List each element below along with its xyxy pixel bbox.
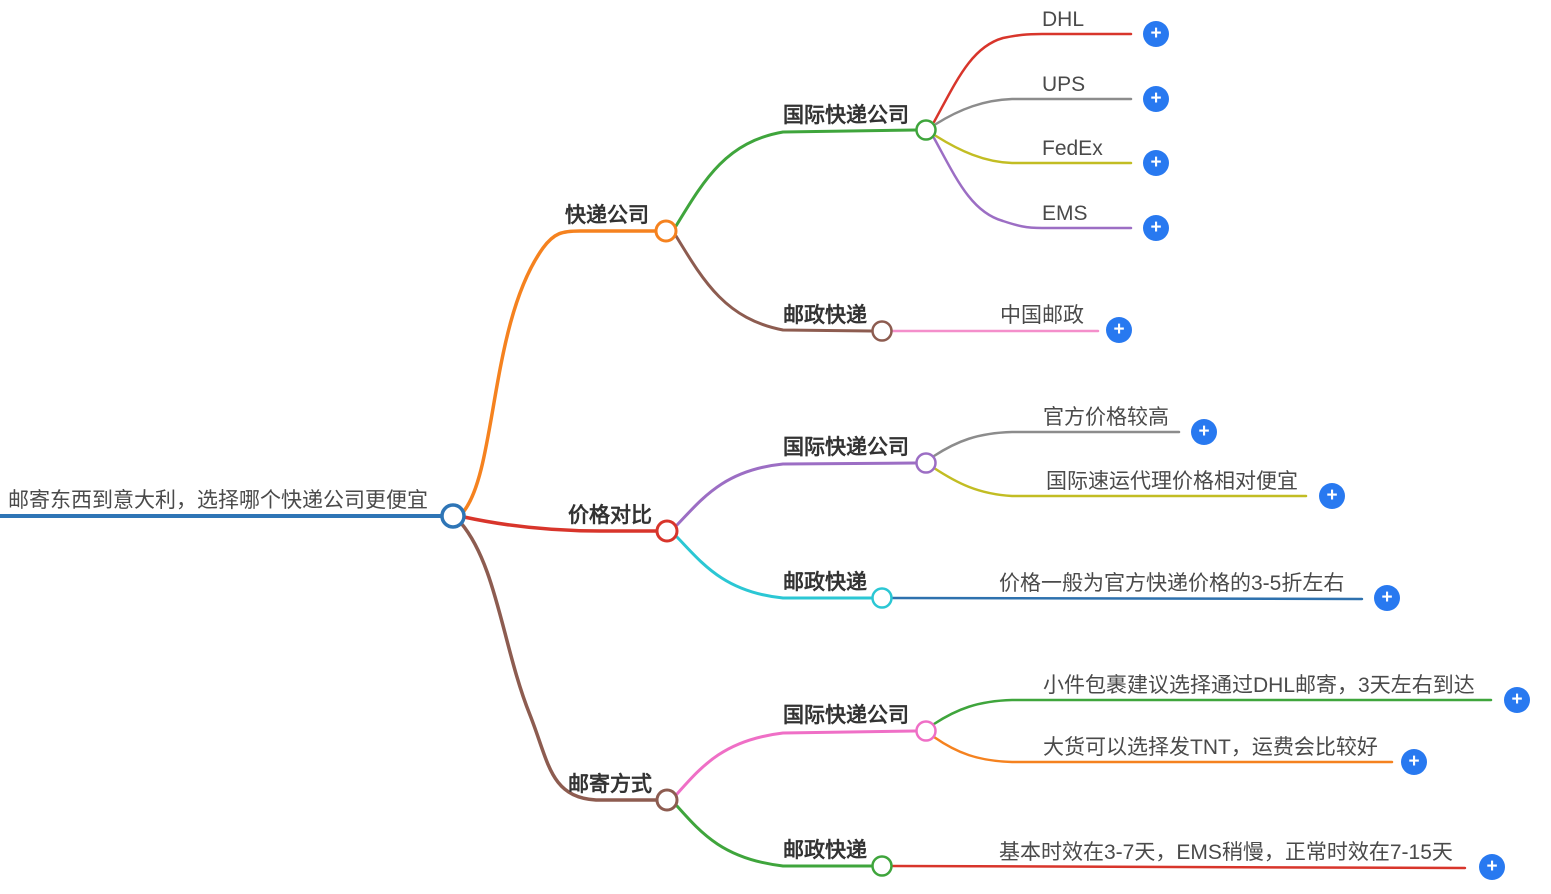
node-label-express-companies[interactable]: 快递公司 [565, 204, 649, 227]
add-node-button-fedex[interactable]: + [1143, 150, 1169, 176]
plus-icon: + [1150, 216, 1162, 238]
add-node-button-small-parcel[interactable]: + [1504, 687, 1530, 713]
add-node-button-agent-price[interactable]: + [1319, 483, 1345, 509]
edge-price-to-international [675, 461, 917, 527]
leaf-label-dhl[interactable]: DHL [1042, 8, 1085, 31]
edge-shipping-to-international [675, 729, 917, 796]
postal-express-2-collapse-handle[interactable] [871, 587, 893, 609]
add-node-button-china-post[interactable]: + [1106, 317, 1132, 343]
shipping-methods-collapse-handle[interactable] [655, 788, 679, 812]
edge-leaf-discount [891, 596, 1364, 601]
plus-icon: + [1486, 855, 1498, 877]
leaf-label-delivery-time[interactable]: 基本时效在3-7天，EMS稍慢，正常时效在7-15天 [999, 841, 1453, 864]
edge-express-to-postal [674, 234, 873, 333]
international-express-3-collapse-handle[interactable] [915, 720, 937, 742]
plus-icon: + [1150, 87, 1162, 109]
node-label-price-comparison[interactable]: 价格对比 [568, 504, 652, 527]
add-node-button-official-price[interactable]: + [1191, 419, 1217, 445]
international-express-2-collapse-handle[interactable] [915, 452, 937, 474]
add-node-button-ups[interactable]: + [1143, 86, 1169, 112]
node-label-shipping-methods[interactable]: 邮寄方式 [568, 773, 652, 796]
edge-leaf-delivery-time [891, 864, 1467, 870]
root-node-label[interactable]: 邮寄东西到意大利，选择哪个快递公司更便宜 [8, 489, 428, 512]
leaf-label-postal-discount[interactable]: 价格一般为官方快递价格的3-5折左右 [999, 572, 1345, 595]
node-label-international-express-2[interactable]: 国际快递公司 [783, 436, 909, 459]
edge-leaf-official-price [932, 430, 1181, 458]
plus-icon: + [1511, 688, 1523, 710]
edge-root-to-express-companies [462, 229, 658, 513]
leaf-label-china-post[interactable]: 中国邮政 [1000, 304, 1084, 327]
edge-leaf-fedex [934, 134, 1133, 165]
add-node-button-big-cargo[interactable]: + [1401, 749, 1427, 775]
international-express-1-collapse-handle[interactable] [915, 119, 937, 141]
edge-leaf-small-parcel [932, 698, 1493, 726]
edge-price-to-postal [675, 535, 873, 600]
express-companies-collapse-handle[interactable] [654, 219, 678, 243]
leaf-label-agent-price-cheaper[interactable]: 国际速运代理价格相对便宜 [1046, 470, 1298, 493]
price-comparison-collapse-handle[interactable] [655, 519, 679, 543]
postal-express-1-collapse-handle[interactable] [871, 320, 893, 342]
node-label-postal-express-1[interactable]: 邮政快递 [783, 304, 867, 327]
plus-icon: + [1381, 586, 1393, 608]
postal-express-3-collapse-handle[interactable] [871, 855, 893, 877]
node-label-postal-express-3[interactable]: 邮政快递 [783, 839, 867, 862]
plus-icon: + [1326, 484, 1338, 506]
node-label-postal-express-2[interactable]: 邮政快递 [783, 571, 867, 594]
plus-icon: + [1408, 750, 1420, 772]
node-label-international-express-3[interactable]: 国际快递公司 [783, 704, 909, 727]
root-collapse-handle[interactable] [440, 503, 466, 529]
edge-root-to-shipping-methods [459, 521, 658, 802]
plus-icon: + [1150, 22, 1162, 44]
leaf-label-ems[interactable]: EMS [1042, 202, 1088, 225]
edge-leaf-ems [932, 136, 1133, 230]
add-node-button-postal-discount[interactable]: + [1374, 585, 1400, 611]
leaf-label-official-price-high[interactable]: 官方价格较高 [1043, 406, 1169, 429]
add-node-button-delivery-time[interactable]: + [1479, 854, 1505, 880]
edge-leaf-dhl [932, 32, 1133, 124]
plus-icon: + [1150, 151, 1162, 173]
add-node-button-ems[interactable]: + [1143, 215, 1169, 241]
leaf-label-ups[interactable]: UPS [1042, 73, 1086, 96]
leaf-label-fedex[interactable]: FedEx [1042, 137, 1103, 160]
edge-leaf-ups [934, 97, 1133, 126]
leaf-label-big-cargo-tnt[interactable]: 大货可以选择发TNT，运费会比较好 [1043, 736, 1378, 759]
leaf-label-small-parcel-dhl[interactable]: 小件包裹建议选择通过DHL邮寄，3天左右到达 [1043, 674, 1475, 697]
plus-icon: + [1198, 420, 1210, 442]
edge-root-to-price-comparison [462, 515, 658, 533]
plus-icon: + [1113, 318, 1125, 340]
node-label-international-express-1[interactable]: 国际快递公司 [783, 104, 909, 127]
edge-leaf-big-cargo [932, 735, 1394, 764]
edge-shipping-to-postal [675, 804, 873, 868]
add-node-button-dhl[interactable]: + [1143, 21, 1169, 47]
edge-express-to-international [674, 128, 918, 228]
edge-leaf-agent-price [932, 466, 1308, 498]
